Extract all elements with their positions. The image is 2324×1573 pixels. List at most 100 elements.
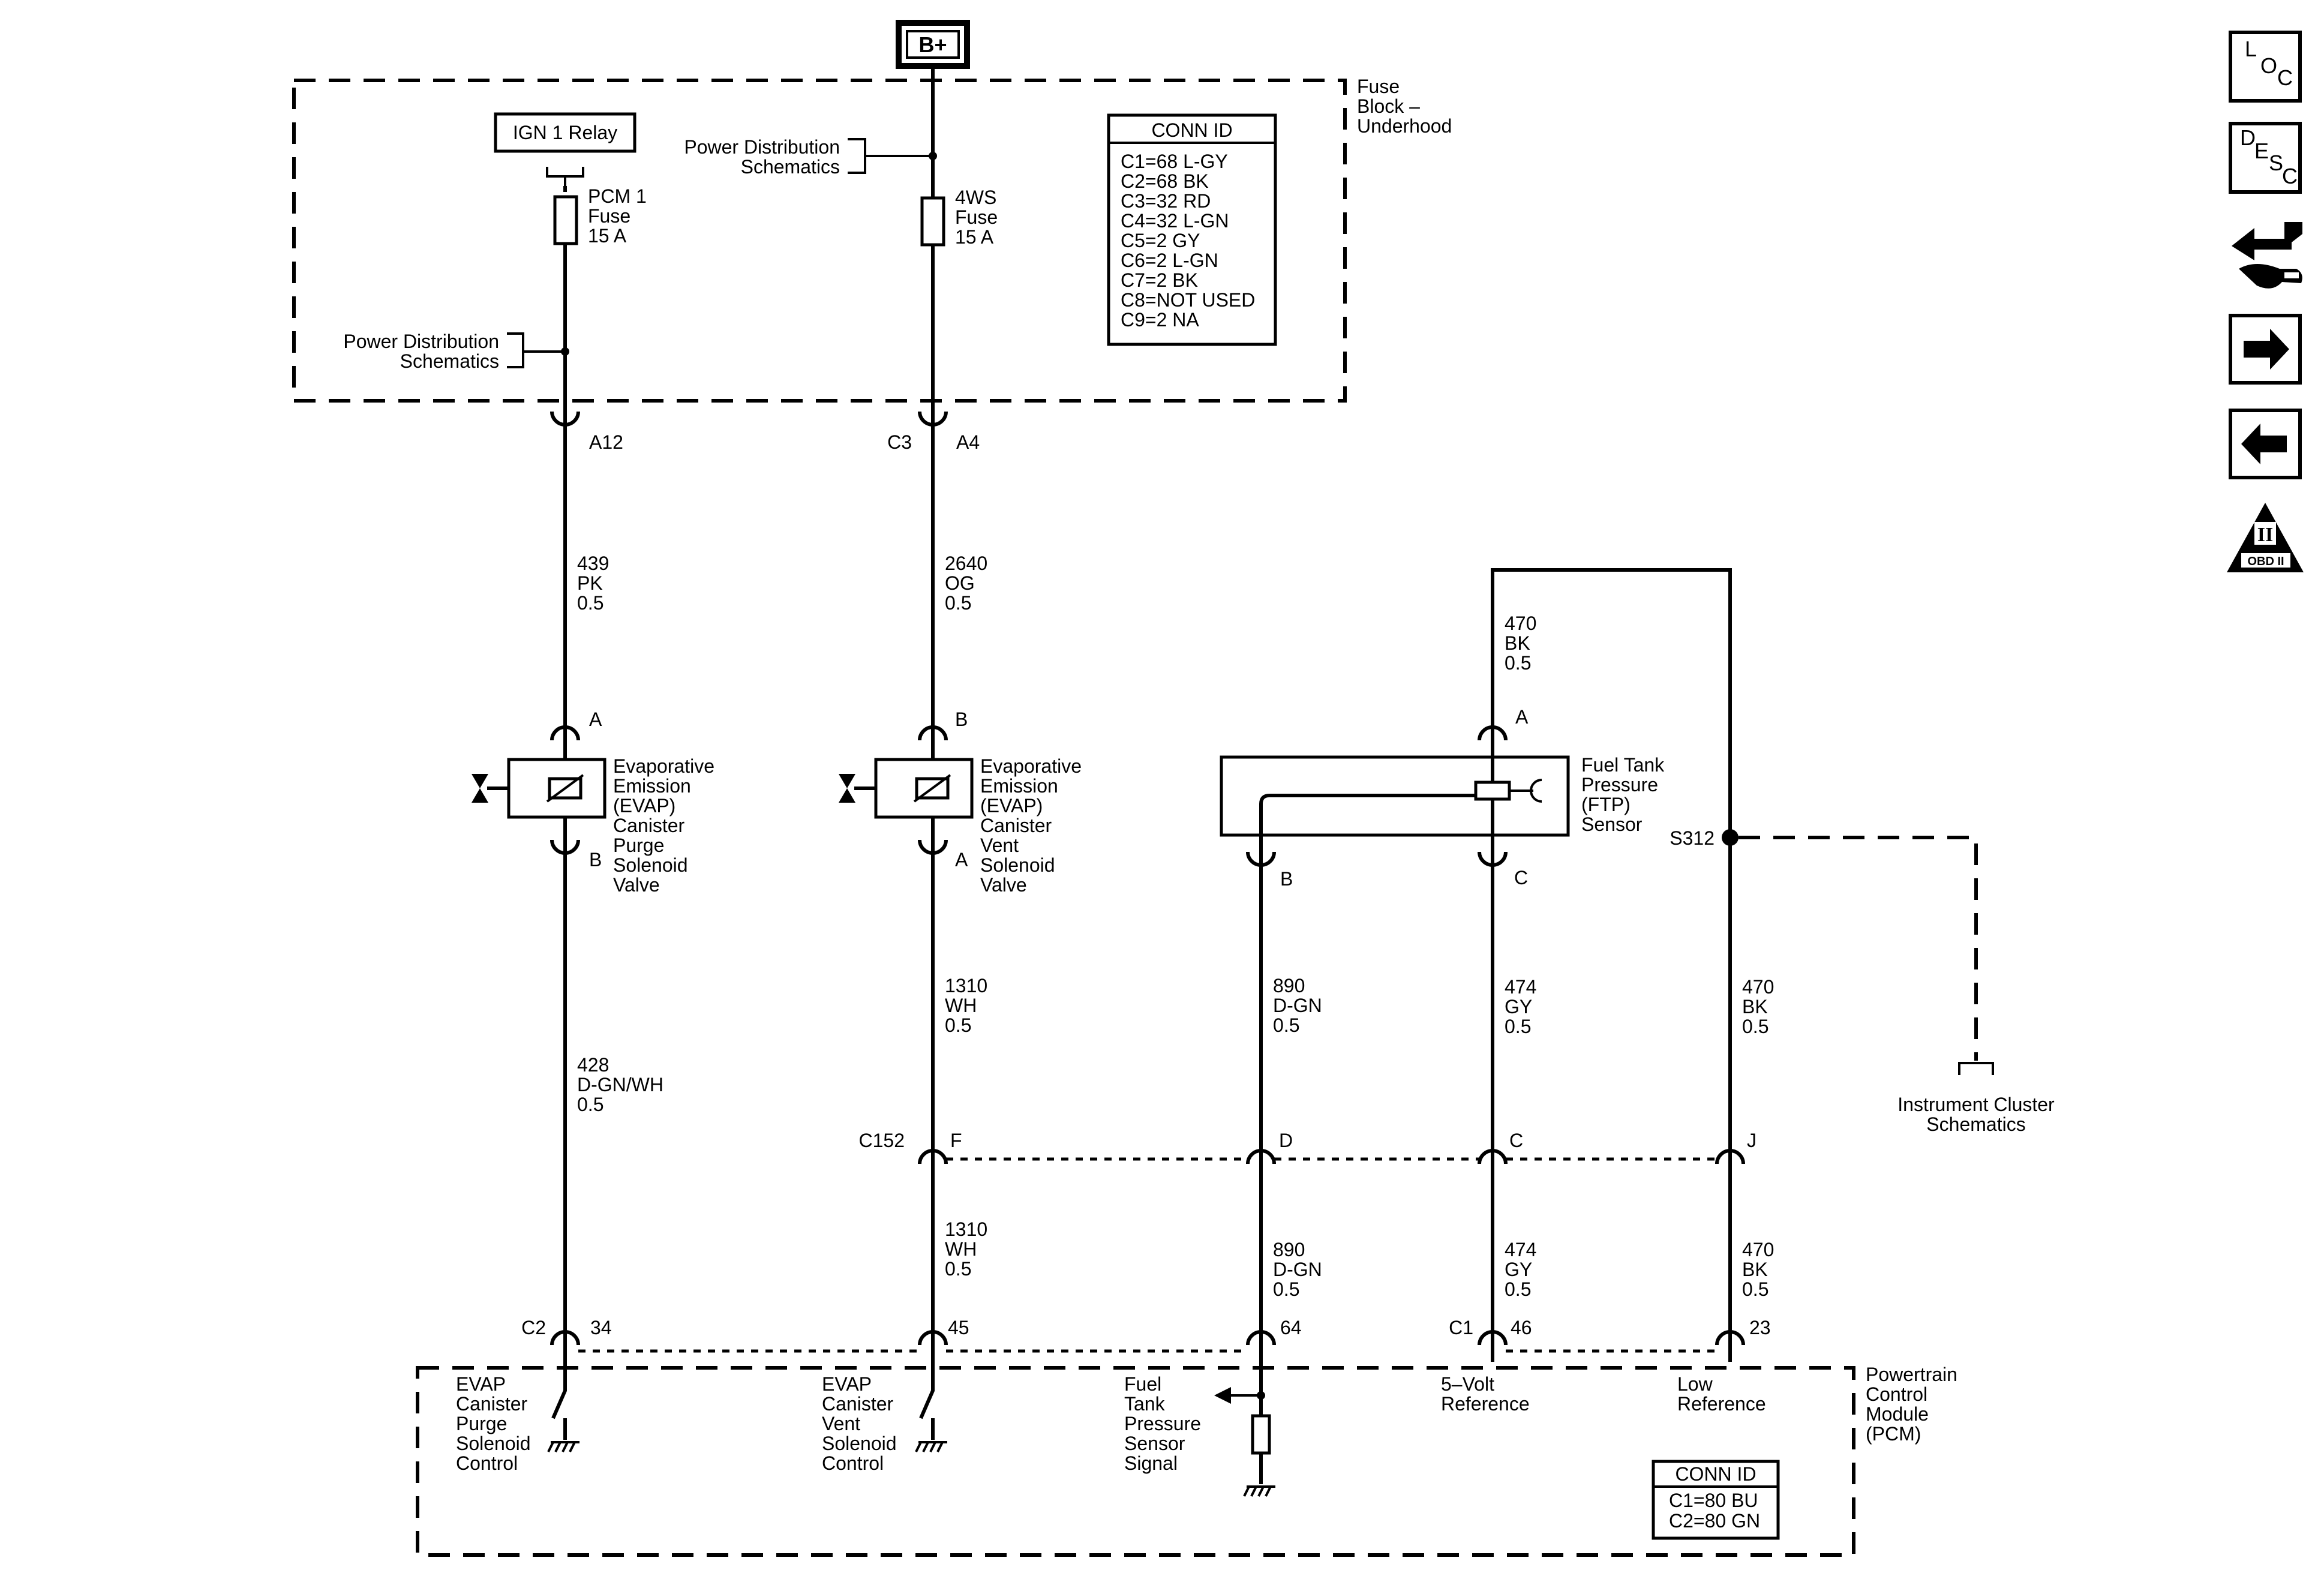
fuse-block-title: Fuse Block – Underhood bbox=[1357, 76, 1452, 137]
svg-text:Control: Control bbox=[1866, 1383, 1927, 1405]
svg-text:(EVAP): (EVAP) bbox=[613, 795, 675, 816]
svg-text:45: 45 bbox=[948, 1317, 969, 1338]
svg-text:0.5: 0.5 bbox=[1505, 1016, 1531, 1037]
svg-text:Schematics: Schematics bbox=[400, 350, 499, 372]
svg-text:470: 470 bbox=[1742, 976, 1774, 998]
svg-text:D-GN: D-GN bbox=[1273, 995, 1322, 1016]
4ws-fuse: 4WS Fuse 15 A bbox=[920, 187, 998, 248]
svg-text:WH: WH bbox=[945, 995, 977, 1016]
svg-text:1310: 1310 bbox=[945, 1218, 987, 1240]
svg-text:Signal: Signal bbox=[1124, 1452, 1178, 1474]
pcm-title: Powertrain Control Module (PCM) bbox=[1866, 1364, 1957, 1445]
splice-s312: S312 bbox=[1670, 827, 1978, 1061]
wire-label-470-top: 470 BK 0.5 bbox=[1505, 613, 1536, 674]
svg-text:Valve: Valve bbox=[613, 874, 660, 896]
svg-text:0.5: 0.5 bbox=[1742, 1016, 1768, 1037]
pcm-conn-id-table: CONN ID C1=80 BU C2=80 GN bbox=[1652, 1460, 1780, 1540]
svg-text:D-GN/WH: D-GN/WH bbox=[577, 1074, 663, 1095]
svg-text:GY: GY bbox=[1505, 996, 1532, 1017]
svg-text:C3=32 RD: C3=32 RD bbox=[1121, 190, 1211, 212]
obd-ii-button[interactable]: II OBD II bbox=[2227, 503, 2304, 572]
svg-text:34: 34 bbox=[590, 1317, 612, 1338]
svg-text:A: A bbox=[589, 709, 602, 730]
desc-letter-c: C bbox=[2282, 164, 2298, 188]
instrument-cluster-schematics-ref: Instrument Cluster Schematics bbox=[1897, 1062, 2055, 1135]
svg-text:Solenoid: Solenoid bbox=[613, 854, 688, 876]
svg-text:0.5: 0.5 bbox=[945, 1014, 971, 1036]
svg-text:Sensor: Sensor bbox=[1581, 813, 1643, 835]
svg-text:2640: 2640 bbox=[945, 553, 987, 574]
wire-label-428: 428 D-GN/WH 0.5 bbox=[577, 1054, 663, 1115]
desc-letter-d: D bbox=[2240, 125, 2256, 150]
svg-text:Vent: Vent bbox=[822, 1413, 860, 1434]
wire-label-1310-upper: 1310 WH 0.5 bbox=[945, 975, 987, 1036]
svg-text:A12: A12 bbox=[589, 431, 623, 453]
svg-text:BK: BK bbox=[1742, 996, 1768, 1017]
svg-text:439: 439 bbox=[577, 553, 609, 574]
svg-text:Control: Control bbox=[456, 1452, 518, 1474]
previous-page-button[interactable] bbox=[2229, 409, 2302, 479]
svg-text:C5=2 GY: C5=2 GY bbox=[1121, 230, 1200, 251]
wire-label-1310-lower: 1310 WH 0.5 bbox=[945, 1218, 987, 1280]
svg-text:C9=2 NA: C9=2 NA bbox=[1121, 309, 1199, 331]
wire-470-bk-top bbox=[1491, 568, 1732, 1149]
svg-text:0.5: 0.5 bbox=[1273, 1014, 1299, 1036]
evap-purge-solenoid-valve: A B Evaporative Emission (EVAP) Canister… bbox=[472, 709, 714, 896]
svg-text:Canister: Canister bbox=[822, 1393, 894, 1415]
svg-text:BK: BK bbox=[1505, 632, 1530, 654]
next-page-button[interactable] bbox=[2229, 314, 2302, 385]
svg-text:Purge: Purge bbox=[613, 834, 664, 856]
obd-ii-label: OBD II bbox=[2247, 555, 2284, 568]
svg-text:Solenoid: Solenoid bbox=[822, 1433, 897, 1454]
svg-text:Low: Low bbox=[1677, 1373, 1713, 1395]
pcm1-fuse: PCM 1 Fuse 15 A bbox=[553, 185, 647, 247]
diagnostics-tool-icon[interactable] bbox=[2232, 222, 2302, 289]
svg-text:0.5: 0.5 bbox=[577, 1094, 603, 1115]
ign1-relay: IGN 1 Relay bbox=[494, 112, 636, 153]
loc-letter-l: L bbox=[2245, 37, 2257, 61]
svg-text:Sensor: Sensor bbox=[1124, 1433, 1185, 1454]
evap-vent-solenoid-valve: B A Evaporative Emission (EVAP) Canister… bbox=[839, 709, 1082, 896]
svg-text:D-GN: D-GN bbox=[1273, 1259, 1322, 1280]
svg-text:Reference: Reference bbox=[1441, 1393, 1530, 1415]
pcm-low-reference: Low Reference bbox=[1677, 1373, 1766, 1415]
svg-text:Tank: Tank bbox=[1124, 1393, 1166, 1415]
svg-text:474: 474 bbox=[1505, 1239, 1536, 1260]
wire-label-470-upper: 470 BK 0.5 bbox=[1742, 976, 1774, 1037]
svg-text:Fuse: Fuse bbox=[588, 205, 630, 227]
wire-label-439: 439 PK 0.5 bbox=[577, 553, 609, 614]
svg-text:F: F bbox=[950, 1130, 962, 1151]
svg-text:Solenoid: Solenoid bbox=[456, 1433, 531, 1454]
location-view-button[interactable]: L O C bbox=[2229, 31, 2302, 103]
svg-text:B: B bbox=[589, 849, 602, 870]
svg-text:(EVAP): (EVAP) bbox=[980, 795, 1043, 816]
svg-text:Powertrain: Powertrain bbox=[1866, 1364, 1957, 1385]
svg-text:0.5: 0.5 bbox=[577, 592, 603, 614]
svg-text:0.5: 0.5 bbox=[945, 1258, 971, 1280]
svg-text:C1: C1 bbox=[1449, 1317, 1473, 1338]
svg-text:470: 470 bbox=[1742, 1239, 1774, 1260]
svg-text:B: B bbox=[1280, 868, 1293, 890]
svg-text:Instrument Cluster: Instrument Cluster bbox=[1897, 1094, 2055, 1115]
pcm-5v-reference: 5–Volt Reference bbox=[1441, 1373, 1530, 1415]
svg-text:Reference: Reference bbox=[1677, 1393, 1766, 1415]
svg-text:0.5: 0.5 bbox=[1742, 1278, 1768, 1300]
svg-text:Evaporative: Evaporative bbox=[613, 755, 714, 777]
svg-text:C2=68 BK: C2=68 BK bbox=[1121, 170, 1209, 192]
obd-ii-numeral: II bbox=[2257, 524, 2273, 546]
connector-a12: A12 bbox=[550, 402, 623, 453]
svg-text:C6=2 L-GN: C6=2 L-GN bbox=[1121, 250, 1218, 271]
svg-text:C152: C152 bbox=[859, 1130, 905, 1151]
svg-text:OG: OG bbox=[945, 572, 975, 594]
arrow-right-icon bbox=[2244, 329, 2289, 370]
battery-supply-label: B+ bbox=[918, 32, 947, 57]
svg-text:Module: Module bbox=[1866, 1403, 1929, 1425]
description-view-button[interactable]: D E S C bbox=[2229, 122, 2302, 194]
svg-text:474: 474 bbox=[1505, 976, 1536, 998]
svg-text:Canister: Canister bbox=[456, 1393, 528, 1415]
svg-text:Vent: Vent bbox=[980, 834, 1019, 856]
svg-text:CONN ID: CONN ID bbox=[1151, 119, 1232, 141]
svg-text:Evaporative: Evaporative bbox=[980, 755, 1082, 777]
svg-text:C2: C2 bbox=[521, 1317, 546, 1338]
